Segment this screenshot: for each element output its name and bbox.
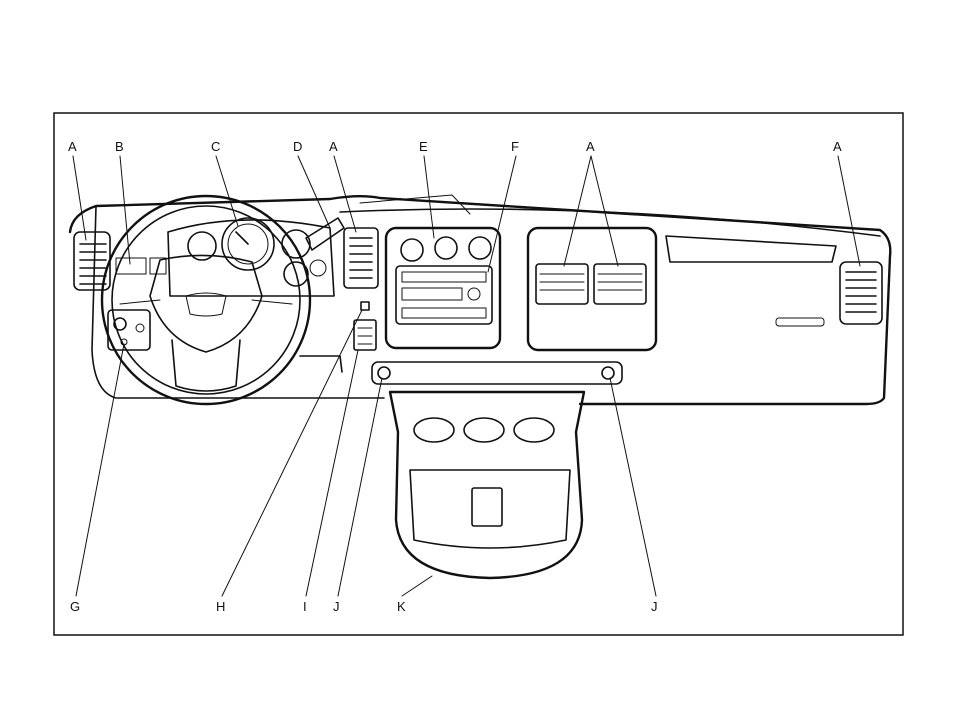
- callout-a-right-vent: A: [833, 139, 842, 154]
- callout-g: G: [70, 599, 80, 614]
- right-air-outlet: [840, 262, 882, 324]
- callout-b: B: [115, 139, 124, 154]
- callout-j-right: J: [651, 599, 658, 614]
- callout-d: D: [293, 139, 302, 154]
- callout-k: K: [397, 599, 406, 614]
- switch-h: [361, 302, 369, 310]
- center-left-air-outlet: [344, 228, 378, 288]
- headlamp-controls: [108, 310, 150, 350]
- callout-f: F: [511, 139, 519, 154]
- callout-c: C: [211, 139, 220, 154]
- steering-wheel: [102, 196, 310, 404]
- callout-j-left: J: [333, 599, 340, 614]
- diagram-frame: [54, 113, 903, 635]
- callout-a-center-left-vent: A: [329, 139, 338, 154]
- floor-console: [390, 392, 584, 578]
- callout-h: H: [216, 599, 225, 614]
- callout-e: E: [419, 139, 428, 154]
- accessory-bar: [372, 362, 622, 384]
- callout-i: I: [303, 599, 307, 614]
- callout-a-left-vent: A: [68, 139, 77, 154]
- callout-a-center-vents: A: [586, 139, 595, 154]
- switch-bank-i: [354, 320, 376, 350]
- center-storage-and-vents: [528, 228, 656, 350]
- turn-signal-lever: [306, 218, 344, 250]
- instrument-cluster: [116, 218, 334, 296]
- left-power-outlet: [378, 367, 390, 379]
- glove-box: [666, 236, 836, 326]
- climate-and-audio-panel: [386, 228, 500, 348]
- right-power-outlet: [602, 367, 614, 379]
